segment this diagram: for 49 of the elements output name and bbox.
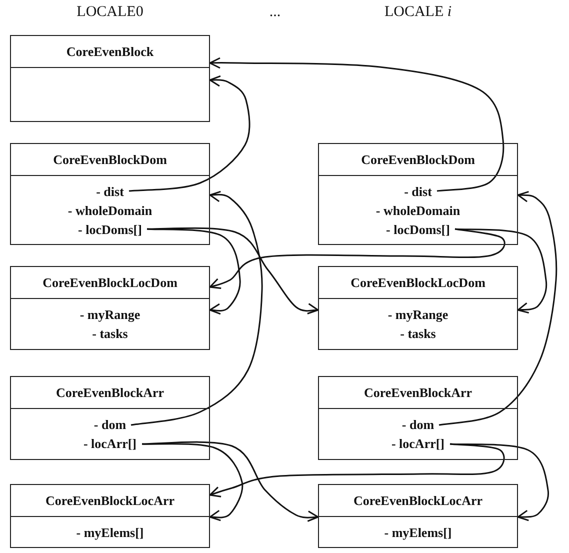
arrow (142, 443, 244, 522)
attribute-text: - tasks (92, 325, 128, 343)
arrow (209, 443, 505, 498)
arrow (450, 443, 549, 522)
arrow (130, 190, 263, 426)
attribute-text: - dom (402, 416, 434, 434)
class-box (10, 484, 210, 548)
class-box (318, 143, 518, 245)
arrow (142, 441, 319, 523)
attribute-text: - myElems[] (384, 524, 452, 542)
attribute-text: - myElems[] (76, 524, 144, 542)
column-heading: LOCALE i (384, 4, 452, 21)
attribute-text: - myRange (388, 306, 448, 324)
class-box (318, 484, 518, 548)
class-box (10, 376, 210, 460)
class-name: CoreEvenBlockDom (11, 144, 209, 176)
class-name: CoreEvenBlockLocDom (11, 267, 209, 299)
arrow (147, 227, 319, 316)
class-name: CoreEvenBlockLocArr (11, 485, 209, 517)
class-box (318, 266, 518, 350)
arrow (438, 190, 558, 426)
class-name: CoreEvenBlockLocArr (319, 485, 517, 517)
column-heading: ... (269, 4, 281, 21)
attribute-text: - locDoms[] (78, 220, 142, 238)
attribute-text: - dom (94, 416, 126, 434)
class-name: CoreEvenBlockArr (319, 377, 517, 409)
attribute-text: - locDoms[] (386, 220, 450, 238)
attribute-text: - dist (96, 182, 124, 200)
class-box (318, 376, 518, 460)
attribute-text: - locArr[] (391, 435, 445, 453)
class-name: CoreEvenBlockLocDom (319, 267, 517, 299)
class-name: CoreEvenBlock (11, 36, 209, 68)
arrow (128, 74, 250, 192)
attribute-text: - myRange (80, 306, 140, 324)
attribute-text: - dist (404, 182, 432, 200)
attribute-text: - wholeDomain (68, 202, 152, 220)
class-box (10, 143, 210, 245)
attribute-text: - tasks (400, 325, 436, 343)
arrow (209, 57, 504, 192)
column-heading: LOCALE0 (76, 4, 144, 21)
class-box (10, 35, 210, 122)
arrow (454, 228, 548, 314)
class-name: CoreEvenBlockArr (11, 377, 209, 409)
arrow (209, 228, 506, 290)
attribute-text: - wholeDomain (376, 202, 460, 220)
attribute-text: - locArr[] (83, 435, 137, 453)
arrow (146, 228, 241, 316)
class-name: CoreEvenBlockDom (319, 144, 517, 176)
class-box (10, 266, 210, 350)
